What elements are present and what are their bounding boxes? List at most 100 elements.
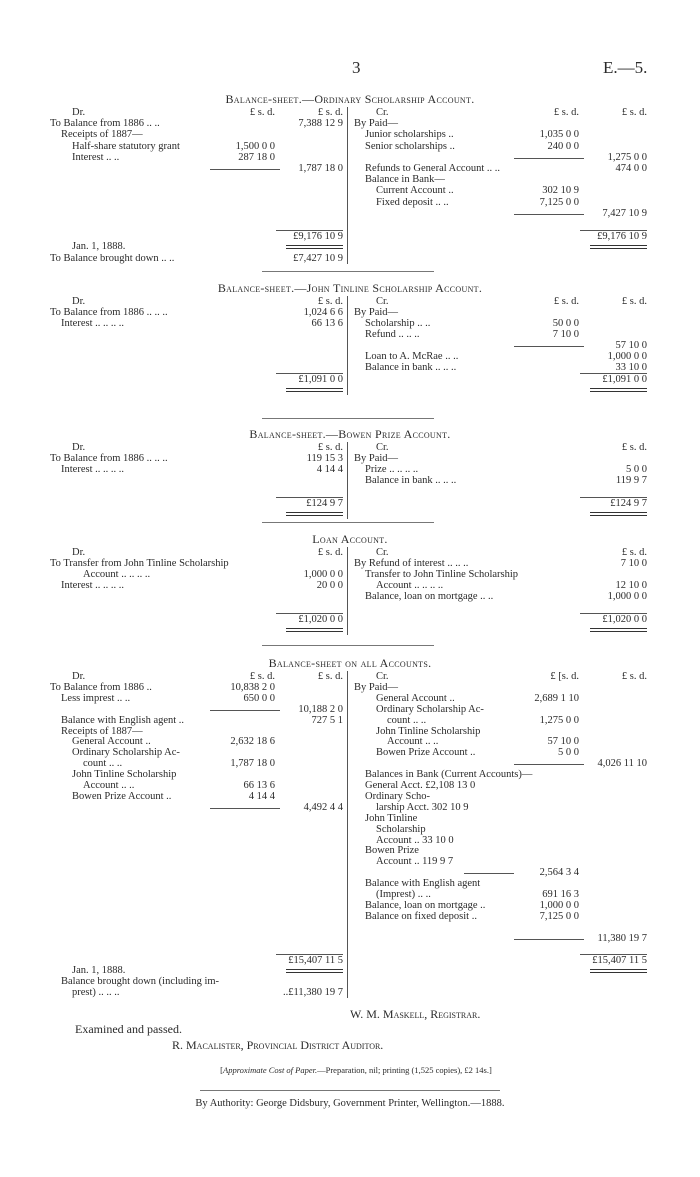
amount-outer: £7,427 10 9	[293, 252, 343, 264]
entry-label: Ordinary Scholarship Ac-	[72, 747, 180, 759]
subtotal-rule	[464, 873, 514, 875]
debit-side: Dr.£ s. d.To Transfer from John Tinline …	[50, 547, 347, 632]
entry-label: General Account ..	[376, 692, 455, 704]
entry-label: To Balance from 1886 .. ..	[50, 118, 160, 130]
printer-imprint: By Authority: George Didsbury, Governmen…	[195, 1098, 505, 1109]
ledger-row: To Balance from 1886 .. .. ..1,024 6 6	[50, 307, 347, 318]
amount-inner: 691 16 3	[542, 889, 579, 900]
amount-inner: 66 13 6	[243, 780, 276, 791]
amount-outer: 12 10 0	[615, 580, 648, 591]
ledger-row: Jan. 1, 1888.	[50, 965, 347, 976]
cost-open: [	[220, 1065, 223, 1075]
entry-label: Balance in bank .. .. ..	[365, 362, 457, 373]
amount-outer: 5 0 0	[626, 464, 647, 475]
amount-outer: £ s. d.	[621, 547, 647, 558]
credit-side: Cr.£ s. d.£ s. d.By Paid—Junior scholars…	[354, 107, 647, 250]
column-header-row: Cr.£ s. d.	[354, 442, 647, 453]
amount-outer: 1,000 0 0	[607, 351, 647, 362]
entry-label: Refunds to General Account .. ..	[365, 163, 501, 174]
ledger-row: Refund .. .. ..7 10 0	[354, 329, 646, 340]
ledger-row: By Paid—	[354, 682, 646, 693]
ledger-row: Receipts of 1887—	[50, 129, 347, 140]
ledger-row: Loan to A. McRae .. ..1,000 0 0	[354, 351, 647, 362]
ledger-row: Scholarship	[354, 824, 646, 835]
entry-label: John Tinline	[365, 812, 418, 824]
entry-label: Account .. .. .. ..	[83, 569, 151, 580]
amount-outer: 66 13 6	[311, 318, 344, 329]
amount-outer: ..£11,380 19 7	[283, 987, 343, 999]
ledger-row: Account .. 33 10 0	[354, 835, 646, 846]
entry-label: By Paid—	[354, 453, 399, 464]
ledger-row: General Account ..2,689 1 10	[354, 693, 646, 704]
amount-inner: 302 10 9	[542, 185, 579, 197]
ledger-row: Bowen Prize	[354, 845, 646, 856]
entry-label: Bowen Prize Account ..	[376, 747, 476, 759]
cost-text: —Preparation, nil; printing (1,525 copie…	[317, 1065, 492, 1075]
ledger-row: Balance brought down (including im-	[50, 976, 347, 987]
entry-label: Balance on fixed deposit ..	[365, 910, 477, 922]
column-header-row: Cr.£ s. d.£ s. d.	[354, 107, 647, 118]
total-row: £1,091 0 0	[354, 373, 647, 392]
amount-inner: 240 0 0	[547, 140, 580, 152]
ledger-row: By Refund of interest .. .. ..7 10 0	[354, 558, 647, 569]
ledger-row: Interest .. .. .. ..66 13 6	[50, 318, 347, 329]
ledger-row: Scholarship .. ..50 0 0	[354, 318, 646, 329]
entry-label: Balances in Bank (Current Accounts)—	[365, 769, 533, 781]
ledger-row: Bowen Prize Account ..4 14 4	[50, 791, 347, 802]
entry-label: Account .. 33 10 0	[376, 834, 454, 846]
amount-inner: 2,564 3 4	[539, 867, 579, 879]
ledger-row: General Account ..2,632 18 6	[50, 736, 347, 747]
ledger-row: To Balance from 1886 .. .. ..119 15 3	[50, 453, 347, 464]
amount-outer: 1,000 0 0	[607, 591, 647, 602]
side-label: Cr.	[376, 296, 389, 307]
double-rule	[286, 245, 343, 250]
entry-label: John Tinline Scholarship	[376, 725, 481, 737]
entry-label: Fixed deposit .. ..	[376, 196, 449, 208]
column-divider	[347, 107, 348, 264]
total-amount: £124 9 7	[276, 497, 343, 509]
entry-label: John Tinline Scholarship	[72, 769, 177, 781]
total-row: £124 9 7	[354, 497, 647, 516]
ledger-row: Ordinary Scholarship Ac-	[50, 747, 347, 758]
ledger-row: count .. ..1,275 0 0	[354, 715, 646, 726]
entry-label: Junior scholarships ..	[365, 129, 454, 141]
amount-outer: 1,275 0 0	[607, 151, 647, 163]
cost-note: [Approximate Cost of Paper.—Preparation,…	[0, 1065, 700, 1075]
registrar-signature: W. M. Maskell, Registrar.	[350, 1007, 481, 1021]
side-label: Cr.	[376, 107, 389, 118]
entry-label: Ordinary Scho-	[365, 790, 431, 802]
ledger-row: Junior scholarships ..1,035 0 0	[354, 129, 646, 140]
ledger-row: By Paid—	[354, 307, 646, 318]
debit-side: Dr.£ s. d.£ s. d.To Balance from 1886 ..…	[50, 671, 347, 998]
amount-outer: 7,427 10 9	[602, 207, 647, 219]
ledger-row: count .. ..1,787 18 0	[50, 758, 347, 769]
ledger-row: Bowen Prize Account .. 5 0 0	[354, 747, 646, 758]
amount-outer: 33 10 0	[615, 362, 648, 373]
amount-outer: £ s. d.	[317, 107, 343, 118]
debit-side: Dr.£ s. d.To Balance from 1886 .. .. ..1…	[50, 296, 347, 392]
ledger-row: (Imprest) .. .. 691 16 3	[354, 889, 646, 900]
double-rule	[590, 512, 647, 516]
entry-label: By Refund of interest .. .. ..	[354, 558, 469, 569]
entry-label: Account .. .. .. ..	[376, 580, 444, 591]
amount-outer: 474 0 0	[615, 163, 648, 174]
credit-side: Cr.£ [s. d.£ s. d.By Paid—General Accoun…	[354, 671, 647, 974]
ledger-row: Ordinary Scholarship Ac-	[354, 704, 646, 715]
side-label: Cr.	[376, 547, 389, 558]
amount-outer: 1,024 6 6	[303, 307, 343, 318]
subtotal-rule	[514, 938, 584, 940]
entry-label: General Account ..	[72, 736, 151, 748]
ledger-row: Account .. 119 9 7	[354, 856, 646, 867]
amount-inner: 7 10 0	[552, 329, 579, 340]
debit-side: Dr.£ s. d.To Balance from 1886 .. .. ..1…	[50, 442, 347, 516]
amount-outer: 119 9 7	[615, 475, 647, 486]
ledger-row: Fixed deposit .. ..7,125 0 0	[354, 197, 646, 208]
entry-label: Interest .. .. .. ..	[61, 464, 124, 475]
amount-inner: 5 0 0	[558, 747, 579, 759]
entry-label: Balance in Bank—	[365, 174, 445, 186]
ledger-row: Balance in bank .. .. .. 33 10 0	[354, 362, 648, 373]
amount-outer: 4,492 4 4	[303, 801, 343, 813]
entry-label: Jan. 1, 1888.	[72, 241, 126, 253]
entry-label: (Imprest) .. ..	[376, 889, 431, 900]
cost-label: Approximate Cost of Paper.	[223, 1065, 318, 1075]
